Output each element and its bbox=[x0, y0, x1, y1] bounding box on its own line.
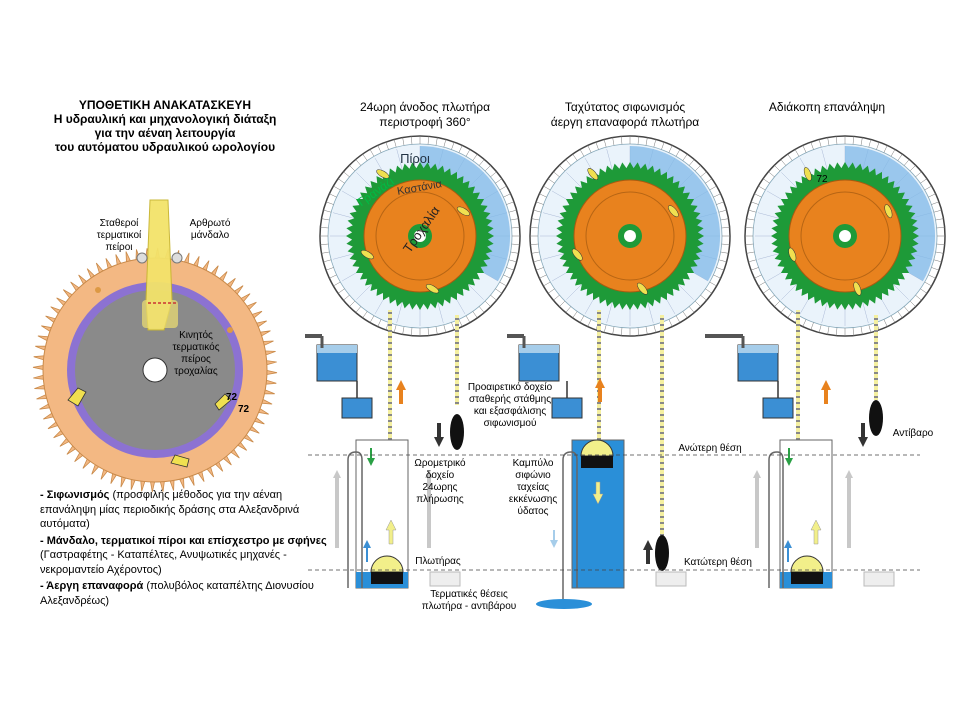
page-title: ΥΠΟΘΕΤΙΚΗ ΑΝΑΚΑΤΑΣΚΕΥΗ Η υδραυλική και μ… bbox=[53, 98, 277, 154]
rotating-disc bbox=[529, 135, 731, 337]
notes-list: - Σιφωνισμός (προσφιλής μέθοδος για την … bbox=[40, 488, 330, 608]
apparatus-rise bbox=[305, 310, 464, 589]
clock-vessel-label: Ωρομετρικό δοχείο 24ωρης πλήρωσης bbox=[414, 458, 466, 505]
column-title-rise: 24ωρη άνοδος πλωτήρα περιστροφή 360° bbox=[359, 100, 491, 129]
apparatus-siphon bbox=[507, 310, 687, 609]
pawl-label: Αρθρωτό μάνδαλο bbox=[189, 218, 231, 241]
counterweight-label: Αντίβαρο bbox=[892, 428, 934, 439]
moving-pin-label: Κινητός τερματικός πείρος τροχαλίας bbox=[172, 330, 220, 377]
disc-label-pins: Πίροι bbox=[400, 151, 430, 166]
gear-number-a: 72 bbox=[226, 392, 238, 403]
upper-position-label: Ανώτερη θέση bbox=[678, 443, 742, 454]
note-item: - Μάνδαλο, τερματικοί πίροι και επίσχεστ… bbox=[40, 534, 327, 576]
fixed-pins-label: Σταθεροί τερματικοί πείροι bbox=[96, 218, 142, 253]
optional-tank-label: Προαιρετικό δοχείο σταθερής στάθμης και … bbox=[467, 382, 553, 429]
articulated-pawl bbox=[136, 199, 183, 331]
siphon-label: Καμπύλο σιφώνιο ταχείας εκκένωσης ύδατος bbox=[508, 458, 558, 517]
lower-position-label: Κατώτερη θέση bbox=[684, 557, 752, 568]
main-gear-wheel bbox=[32, 247, 278, 493]
column-title-repeat: Αδιάκοπη επανάληψη bbox=[768, 100, 886, 114]
terminal-positions-label: Τερματικές θέσεις πλωτήρα - αντιβάρου bbox=[421, 589, 517, 612]
apparatus-repeat bbox=[705, 310, 895, 589]
disc-number: 72 bbox=[816, 174, 828, 185]
float-label: Πλωτήρας bbox=[415, 556, 461, 567]
rotating-disc bbox=[319, 135, 521, 337]
gear-number-b: 72 bbox=[238, 404, 250, 415]
note-item: - Άεργη επαναφορά (πολυβόλος καταπέλτης … bbox=[40, 580, 314, 607]
rotating-disc bbox=[744, 135, 946, 337]
column-title-siphon: Ταχύτατος σιφωνισμός άεργη επαναφορά πλω… bbox=[550, 100, 700, 129]
note-item: - Σιφωνισμός (προσφιλής μέθοδος για την … bbox=[40, 489, 300, 530]
